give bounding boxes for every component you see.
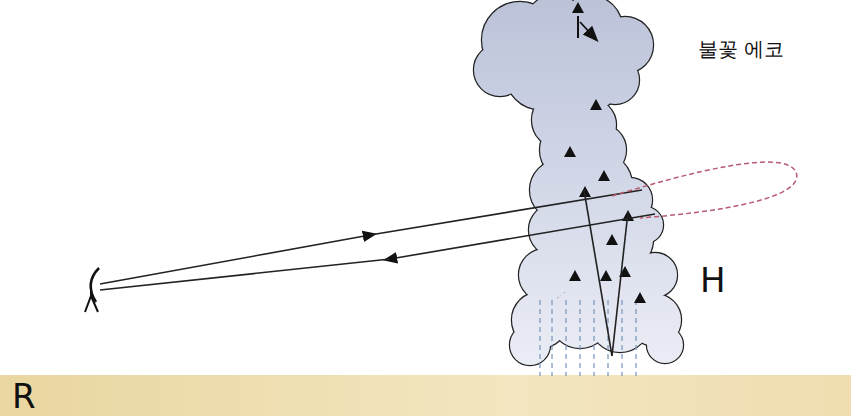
cloud-puff <box>633 253 677 297</box>
rain-line <box>593 300 594 376</box>
rain-line <box>539 300 540 376</box>
hail-symbols <box>564 2 646 303</box>
hail-symbol <box>600 270 612 281</box>
radar-beam <box>584 190 612 356</box>
label: R <box>12 376 36 416</box>
hail-symbol <box>564 146 576 157</box>
hail-symbol <box>606 234 618 245</box>
antenna-mast <box>90 289 92 296</box>
radar-beam <box>612 212 628 356</box>
radar-beam <box>100 235 370 284</box>
rain-line <box>621 300 622 376</box>
cloud-puff <box>627 207 663 243</box>
cloud-puff <box>510 325 550 365</box>
radar-beam <box>100 259 390 290</box>
antenna-stand <box>85 296 98 312</box>
radar-beam <box>390 214 655 259</box>
cloud-outline <box>633 253 677 297</box>
hail-symbol <box>598 170 610 181</box>
rain-line <box>565 300 566 376</box>
rain-line <box>551 300 552 376</box>
rain-line <box>579 300 580 376</box>
thunderstorm-cloud <box>474 0 683 365</box>
radar-beams <box>100 190 655 356</box>
flare-echo-outline <box>612 162 797 218</box>
cloud-outline <box>647 327 683 363</box>
radar-antenna <box>85 268 99 312</box>
hail-symbol <box>634 292 646 303</box>
ground <box>0 375 851 416</box>
updraft-line <box>577 16 579 38</box>
cloud-puff <box>591 56 639 104</box>
cloud-puff <box>647 327 683 363</box>
rain-lines <box>540 300 636 376</box>
label: 불꽃 에코 <box>698 36 784 63</box>
rain-line <box>635 300 636 376</box>
radar-beam <box>370 190 642 235</box>
cloud-outline <box>591 56 639 104</box>
cloud-outline <box>510 325 550 365</box>
hail-symbol <box>572 2 584 13</box>
hail-symbol <box>590 99 602 110</box>
hail-symbol <box>569 270 581 281</box>
label: H <box>700 260 726 300</box>
cloud-outline <box>627 207 663 243</box>
motion-arrow <box>580 22 593 36</box>
